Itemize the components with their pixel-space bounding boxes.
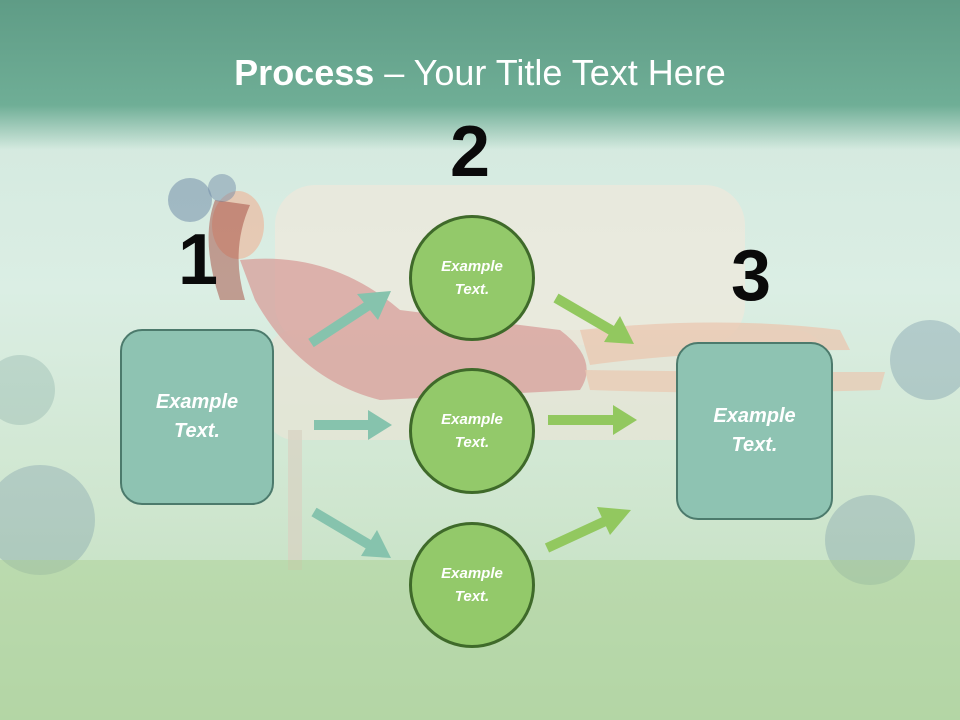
right-text-box: Example Text. [676,342,833,520]
left-text-box: Example Text. [120,329,274,505]
title-bold: Process [234,52,375,93]
arrow-left-to-bottom [311,507,391,558]
circle-bottom-text: Example Text. [441,565,503,605]
step-number-3: 3 [731,236,772,316]
slide-title: Process – Your Title Text Here [0,52,960,94]
left-box-text: Example Text. [155,391,239,442]
step-number-2: 2 [450,112,491,192]
arrow-left-to-middle [314,410,392,440]
title-rest: – Your Title Text Here [374,52,726,93]
arrow-top-to-right [553,293,634,344]
arrow-bottom-to-right [544,507,631,553]
circle-top: Example Text. [409,215,535,341]
header-band [0,0,960,150]
right-box-text: Example Text. [713,405,796,456]
circle-bottom: Example Text. [409,522,535,648]
circle-middle-text: Example Text. [441,411,503,451]
arrow-left-to-top [308,291,391,348]
step-number-1: 1 [178,220,219,300]
circle-middle: Example Text. [409,368,535,494]
arrow-middle-to-right [548,405,637,435]
circle-top-text: Example Text. [441,258,503,298]
